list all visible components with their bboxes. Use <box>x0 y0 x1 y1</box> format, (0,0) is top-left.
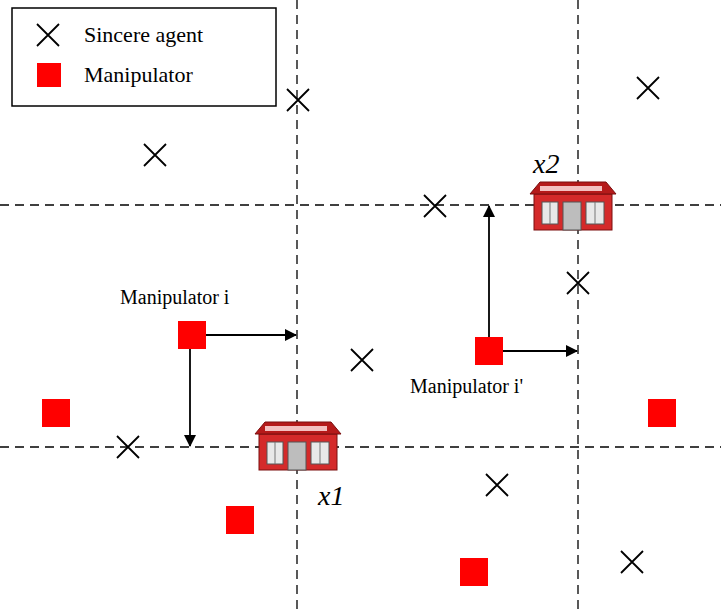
shop-icon <box>530 182 616 230</box>
shop-icon <box>255 422 341 470</box>
agent-label: Manipulator i <box>120 287 229 307</box>
move-arrows <box>190 206 577 446</box>
manipulators <box>42 321 676 586</box>
agent-label: Manipulator i' <box>410 376 523 396</box>
legend-swatch <box>37 63 61 87</box>
location-label: x1 <box>318 482 344 510</box>
legend-box <box>12 8 276 106</box>
legend-text: Sincere agent <box>84 24 203 46</box>
legend-text: Manipulator <box>84 64 193 86</box>
location-label: x2 <box>533 150 559 178</box>
